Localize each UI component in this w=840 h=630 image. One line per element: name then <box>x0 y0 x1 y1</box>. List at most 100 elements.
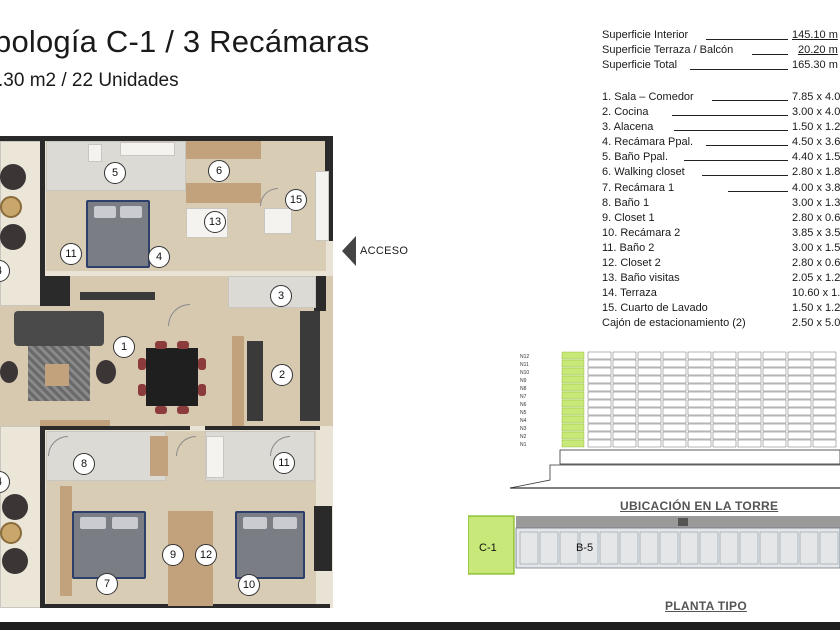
tower-unit-cell <box>587 423 612 432</box>
room-value: 2.80 x 0.6 <box>792 211 840 224</box>
room-label: 3. Alacena <box>602 121 654 134</box>
tower-unit-cell <box>637 383 662 392</box>
tower-unit-cell <box>662 351 687 360</box>
tower-unit-cell <box>687 367 712 376</box>
tower-highlight-cell <box>561 399 585 408</box>
tower-level-label: N9 <box>520 378 527 384</box>
tower-unit-cell <box>637 431 662 440</box>
tower-unit-cell <box>637 407 662 416</box>
tower-unit-cell <box>812 423 837 432</box>
tower-unit-cell <box>612 391 637 400</box>
tower-unit-cell <box>787 415 812 424</box>
tower-unit-cell <box>687 375 712 384</box>
room-label: 2. Cocina <box>602 106 649 119</box>
room-value: 4.50 x 3.6 <box>792 136 840 149</box>
tower-unit-cell <box>787 431 812 440</box>
surface-label: Superficie Total <box>602 59 678 71</box>
tower-unit-cell <box>737 359 762 368</box>
typical-core <box>678 518 688 526</box>
tower-unit-cell <box>762 423 787 432</box>
tower-unit-cell <box>637 415 662 424</box>
room-label: 5. Baño Ppal. <box>602 151 669 164</box>
room-label: 6. Walking closet <box>602 166 685 179</box>
tower-unit-cell <box>712 367 737 376</box>
tower-unit-cell <box>762 399 787 408</box>
tower-unit-cell <box>662 367 687 376</box>
room-value: 1.50 x 1.2 <box>792 121 840 134</box>
room-value: 1.50 x 1.2 <box>792 302 840 315</box>
tower-level-label: N1 <box>520 442 527 448</box>
tower-highlight-cell <box>561 359 585 368</box>
tower-unit-cell <box>812 399 837 408</box>
typical-unit-module <box>679 531 699 565</box>
tower-unit-cell <box>687 439 712 448</box>
typical-unit-module <box>639 531 659 565</box>
tower-unit-cell <box>787 399 812 408</box>
room-badge-4: 4 <box>148 246 170 268</box>
tower-unit-cell <box>587 351 612 360</box>
room-badge-11-bottom: 11 <box>273 452 295 474</box>
room-value: 10.60 x 1. <box>792 287 840 300</box>
tower-unit-cell <box>737 375 762 384</box>
tower-unit-cell <box>687 423 712 432</box>
tower-level-label: N3 <box>520 426 527 432</box>
tower-level-label: N5 <box>520 410 527 416</box>
tower-unit-cell <box>787 383 812 392</box>
room-badge-7: 7 <box>96 573 118 595</box>
tower-unit-cell <box>687 431 712 440</box>
tower-unit-cell <box>737 351 762 360</box>
tower-unit-cell <box>812 439 837 448</box>
tower-highlight-cell <box>561 367 585 376</box>
tower-unit-cell <box>737 407 762 416</box>
tower-highlight-cell <box>561 423 585 432</box>
room-value: 7.85 x 4.0 <box>792 91 840 103</box>
typical-unit-module <box>619 531 639 565</box>
tower-unit-cell <box>612 407 637 416</box>
room-label: 8. Baño 1 <box>602 196 650 209</box>
tower-unit-cell <box>812 375 837 384</box>
tower-floor-grid <box>561 351 837 448</box>
tower-unit-cell <box>762 415 787 424</box>
tower-unit-cell <box>712 383 737 392</box>
room-label: 1. Sala – Comedor <box>602 91 694 103</box>
room-label: 13. Baño visitas <box>602 272 680 285</box>
tower-unit-cell <box>637 359 662 368</box>
page-subtitle: .30 m2 / 22 Unidades <box>0 70 179 91</box>
typical-unit-module <box>819 531 839 565</box>
tower-highlight-cell <box>561 431 585 440</box>
tower-unit-cell <box>612 367 637 376</box>
tower-unit-cell <box>687 391 712 400</box>
tower-level-label: N11 <box>520 362 529 368</box>
tower-unit-cell <box>812 359 837 368</box>
room-value: 3.85 x 3.5 <box>792 226 840 239</box>
tower-unit-cell <box>637 439 662 448</box>
tower-unit-cell <box>637 375 662 384</box>
tower-unit-cell <box>587 359 612 368</box>
tower-unit-cell <box>712 359 737 368</box>
tower-unit-cell <box>737 367 762 376</box>
tower-unit-cell <box>662 383 687 392</box>
tower-unit-cell <box>737 439 762 448</box>
tower-unit-cell <box>662 407 687 416</box>
typical-unit-module <box>739 531 759 565</box>
room-value: 2.80 x 1.8 <box>792 166 840 179</box>
room-value: 2.80 x 0.6 <box>792 257 840 270</box>
tower-unit-cell <box>712 439 737 448</box>
tower-unit-cell <box>787 407 812 416</box>
tower-unit-cell <box>762 407 787 416</box>
tower-level-label: N8 <box>520 386 527 392</box>
access-arrow-icon <box>342 236 356 266</box>
tower-level-label: N4 <box>520 418 527 424</box>
typical-unit-module <box>559 531 579 565</box>
tower-unit-cell <box>637 423 662 432</box>
tower-unit-cell <box>687 383 712 392</box>
tower-unit-cell <box>612 351 637 360</box>
room-badge-2: 2 <box>271 364 293 386</box>
tower-unit-cell <box>762 367 787 376</box>
typical-unit-module <box>719 531 739 565</box>
room-value: 2.50 x 5.0 <box>792 317 840 330</box>
tower-podium <box>559 449 840 465</box>
room-badge-11-top: 11 <box>60 243 82 265</box>
tower-unit-cell <box>687 351 712 360</box>
